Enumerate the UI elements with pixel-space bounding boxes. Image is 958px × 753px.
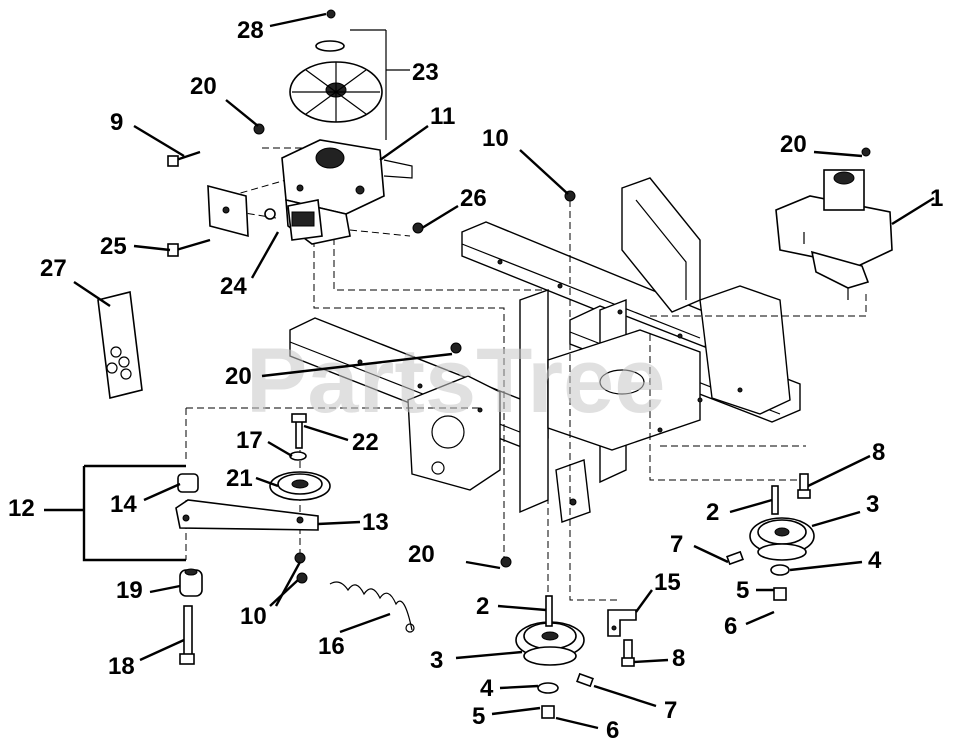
callout-10: 10 (482, 125, 509, 152)
callout-14: 14 (110, 491, 137, 518)
callout-12: 12 (8, 495, 35, 522)
nut-20-frame (450, 342, 462, 354)
callout-27: 27 (40, 255, 67, 282)
callout-16: 16 (318, 633, 345, 660)
callout-1: 1 (930, 185, 943, 212)
fan (289, 9, 383, 123)
callout-8: 8 (672, 645, 685, 672)
callout-19: 19 (116, 577, 143, 604)
nut-20-bottom (500, 556, 512, 568)
callout-26: 26 (460, 185, 487, 212)
callout-10: 10 (240, 603, 267, 630)
callout-2: 2 (706, 499, 719, 526)
callout-3: 3 (430, 647, 443, 674)
callout-6: 6 (724, 613, 737, 640)
right-gearbox (775, 147, 893, 300)
decal (97, 291, 143, 399)
callout-20: 20 (408, 541, 435, 568)
alignment-lines (185, 147, 867, 601)
callout-6: 6 (606, 717, 619, 744)
leader-lines (73, 12, 935, 730)
callout-5: 5 (736, 577, 749, 604)
callout-5: 5 (472, 703, 485, 730)
pulley-right (726, 473, 815, 601)
callout-8: 8 (872, 439, 885, 466)
callout-20: 20 (190, 73, 217, 100)
callout-20: 20 (225, 363, 252, 390)
callout-20: 20 (780, 131, 807, 158)
callout-7: 7 (664, 697, 677, 724)
callout-9: 9 (110, 109, 123, 136)
callout-3: 3 (866, 491, 879, 518)
callout-13: 13 (362, 509, 389, 536)
callout-28: 28 (237, 17, 264, 44)
callout-11: 11 (430, 103, 455, 130)
pulley-center (515, 595, 637, 719)
callout-18: 18 (108, 653, 135, 680)
bolts-left (167, 150, 211, 257)
callouts: 28 23 20 11 9 10 20 1 26 25 24 27 20 17 … (8, 17, 943, 744)
callout-24: 24 (220, 273, 247, 300)
idler-assembly (44, 413, 415, 665)
callout-21: 21 (226, 465, 253, 492)
nut-26 (412, 222, 424, 234)
chassis-frame (289, 177, 801, 523)
callout-22: 22 (352, 429, 379, 456)
callout-4: 4 (480, 675, 494, 702)
callout-15: 15 (654, 569, 681, 596)
callout-2: 2 (476, 593, 489, 620)
mount-bracket (207, 184, 323, 241)
nut-20-top (253, 123, 265, 135)
callout-4: 4 (868, 547, 882, 574)
callout-17: 17 (236, 427, 263, 454)
watermark: PartsTree (246, 330, 665, 432)
callout-7: 7 (670, 531, 683, 558)
callout-23: 23 (412, 59, 439, 86)
callout-25: 25 (100, 233, 127, 260)
